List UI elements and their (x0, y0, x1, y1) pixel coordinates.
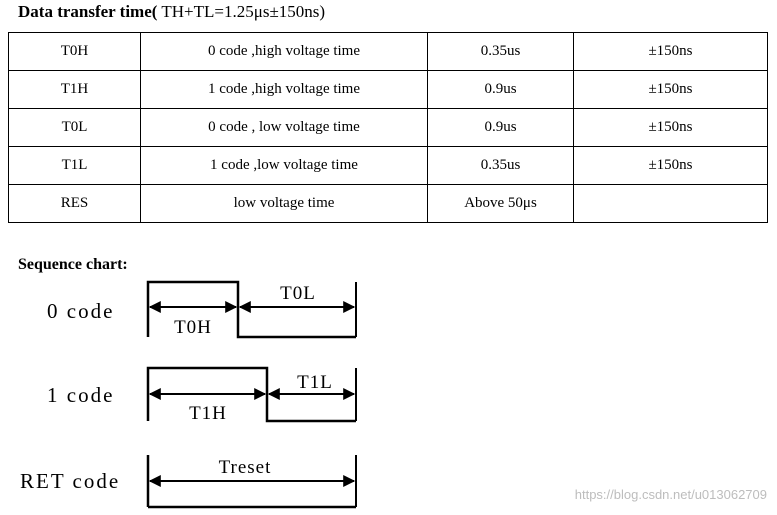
table-cell-time: 0.9us (427, 108, 574, 147)
table-cell-tolerance: ±150ns (573, 70, 768, 109)
t0h-label: T0H (174, 317, 212, 338)
t1l-label: T1L (297, 372, 333, 393)
table-cell-description: low voltage time (140, 184, 428, 223)
table-row: T0H 0 code ,high voltage time 0.35us ±15… (8, 32, 768, 71)
table-cell-tolerance (573, 184, 768, 223)
table-cell-time: 0.9us (427, 70, 574, 109)
ret-code-label: RET code (20, 469, 120, 493)
table-cell-description: 1 code ,high voltage time (140, 70, 428, 109)
table-cell-name: T1H (8, 70, 141, 109)
page-title: Data transfer time( TH+TL=1.25μs±150ns) (18, 2, 325, 22)
t1h-label: T1H (189, 403, 227, 424)
table-row: T0L 0 code , low voltage time 0.9us ±150… (8, 108, 768, 147)
zero-code-timing: 0 code T0H T0L (47, 280, 357, 339)
table-cell-description: 0 code , low voltage time (140, 108, 428, 147)
one-code-timing: 1 code T1H T1L (47, 366, 357, 424)
table-cell-description: 0 code ,high voltage time (140, 32, 428, 71)
sequence-chart-heading: Sequence chart: (18, 256, 128, 273)
table-cell-tolerance: ±150ns (573, 146, 768, 185)
treset-label: Treset (219, 457, 272, 478)
table-row: T1H 1 code ,high voltage time 0.9us ±150… (8, 70, 768, 109)
sequence-chart: 0 code T0H T0L 1 code T1H T1L RET code T… (20, 280, 357, 509)
t0l-label: T0L (280, 283, 316, 304)
table-cell-name: T0H (8, 32, 141, 71)
table-row: T1L 1 code ,low voltage time 0.35us ±150… (8, 146, 768, 185)
title-bold-part: Data transfer time( (18, 2, 158, 21)
table-cell-description: 1 code ,low voltage time (140, 146, 428, 185)
table-cell-name: T1L (8, 146, 141, 185)
table-row: RES low voltage time Above 50μs (8, 184, 768, 223)
table-cell-time: Above 50μs (427, 184, 574, 223)
table-cell-tolerance: ±150ns (573, 32, 768, 71)
zero-code-waveform (146, 280, 356, 339)
one-code-waveform (146, 366, 356, 423)
ret-code-timing: RET code Treset (20, 455, 357, 509)
one-code-label: 1 code (47, 383, 114, 407)
table-cell-tolerance: ±150ns (573, 108, 768, 147)
table-cell-time: 0.35us (427, 146, 574, 185)
watermark: https://blog.csdn.net/u013062709 (574, 487, 767, 502)
title-formula: TH+TL=1.25μs±150ns) (157, 2, 326, 21)
table-cell-time: 0.35us (427, 32, 574, 71)
table-cell-name: T0L (8, 108, 141, 147)
table-cell-name: RES (8, 184, 141, 223)
timing-table: T0H 0 code ,high voltage time 0.35us ±15… (8, 32, 768, 223)
zero-code-label: 0 code (47, 299, 114, 323)
